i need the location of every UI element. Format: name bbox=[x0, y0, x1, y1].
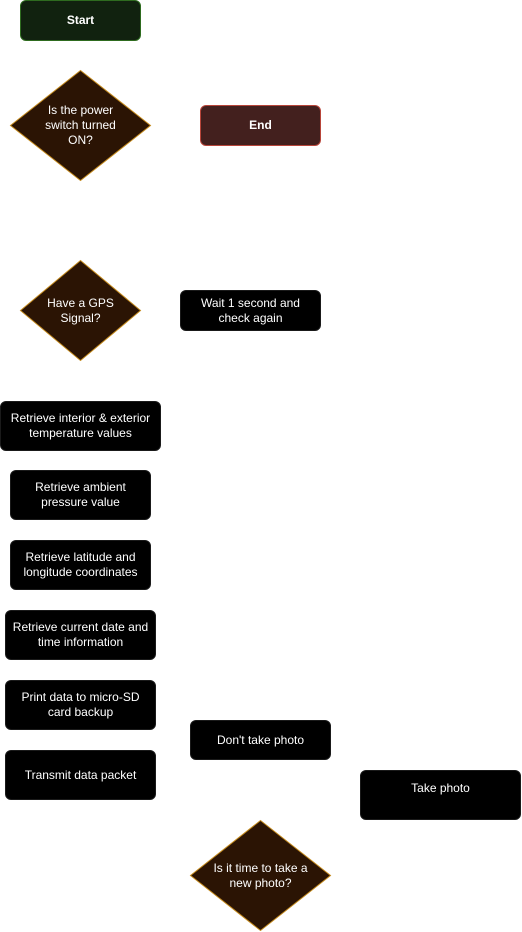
transmit-process: Transmit data packet bbox=[5, 750, 156, 800]
end-label: End bbox=[249, 118, 272, 132]
retrieve-pressure-label: Retrieve ambient pressure value bbox=[35, 480, 126, 509]
print-sd-process: Print data to micro-SD card backup bbox=[5, 680, 156, 730]
retrieve-datetime-process: Retrieve current date and time informati… bbox=[5, 610, 156, 660]
photo-time-question: Is it time to take a new photo? bbox=[213, 860, 308, 890]
print-sd-label: Print data to micro-SD card backup bbox=[21, 690, 140, 719]
retrieve-coordinates-process: Retrieve latitude and longitude coordina… bbox=[10, 540, 151, 590]
wait-process: Wait 1 second and check again bbox=[180, 290, 321, 331]
retrieve-datetime-label: Retrieve current date and time informati… bbox=[12, 620, 149, 649]
take-photo-process: Take photo bbox=[360, 770, 521, 820]
retrieve-temperature-label: Retrieve interior & exterior temperature… bbox=[10, 411, 151, 440]
retrieve-coordinates-label: Retrieve latitude and longitude coordina… bbox=[23, 550, 138, 579]
decision-diamond-shape bbox=[189, 819, 332, 932]
start-label: Start bbox=[66, 13, 95, 27]
retrieve-temperature-process: Retrieve interior & exterior temperature… bbox=[0, 401, 161, 451]
gps-signal-question: Have a GPS Signal? bbox=[47, 295, 114, 325]
gps-signal-decision: Have a GPS Signal? bbox=[19, 259, 142, 362]
transmit-label: Transmit data packet bbox=[24, 767, 137, 782]
dont-take-photo-process: Don't take photo bbox=[190, 720, 331, 760]
photo-time-decision: Is it time to take a new photo? bbox=[189, 819, 332, 932]
take-photo-label: Take photo bbox=[411, 781, 470, 795]
end-node: End bbox=[200, 105, 321, 146]
decision-diamond-shape bbox=[9, 69, 152, 182]
power-switch-decision: Is the power switch turned ON? bbox=[9, 69, 152, 182]
retrieve-pressure-process: Retrieve ambient pressure value bbox=[10, 470, 151, 520]
dont-take-photo-label: Don't take photo bbox=[216, 732, 305, 747]
power-switch-question: Is the power switch turned ON? bbox=[45, 103, 116, 147]
wait-label: Wait 1 second and check again bbox=[201, 295, 300, 325]
decision-diamond-shape bbox=[19, 259, 142, 362]
start-node: Start bbox=[20, 0, 141, 41]
